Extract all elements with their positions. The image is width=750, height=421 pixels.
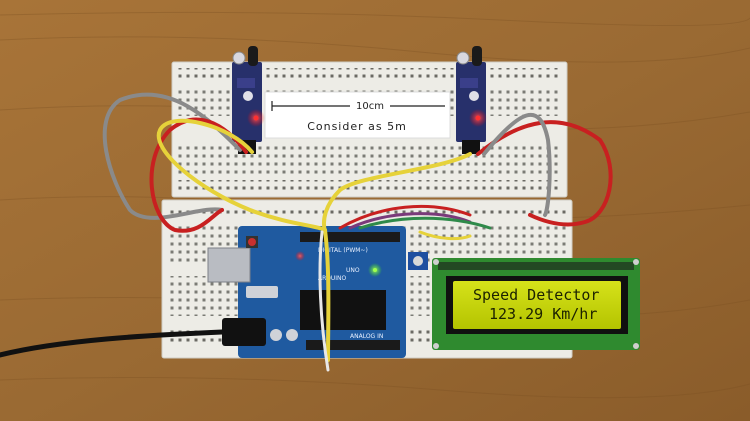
- distance-label: 10cm: [356, 101, 384, 112]
- digital-header-label: DIGITAL (PWM~): [318, 247, 368, 254]
- lcd-line-1: Speed Detector: [473, 286, 599, 304]
- power-cable: [0, 329, 225, 358]
- white-wire: [318, 230, 330, 372]
- red-wire-left: [149, 117, 248, 233]
- analog-in-label: ANALOG IN: [350, 333, 383, 340]
- wires: [0, 92, 613, 372]
- lcd-line-2: 123.29 Km/hr: [489, 305, 597, 323]
- gray-wire-left: [102, 92, 242, 220]
- gray-wire-right: [482, 112, 552, 217]
- ir-sensor-right: [456, 46, 487, 154]
- paper-note: 10cm Consider as 5m: [264, 91, 451, 139]
- red-wire-right: [476, 120, 613, 227]
- red-wire-bridge: [338, 205, 472, 230]
- arduino-brand-text: ARDUINO: [318, 275, 347, 282]
- arduino-uno-board: ARDUINO UNO DIGITAL (PWM~) ANALOG IN: [207, 226, 406, 358]
- yellow-wire-left: [156, 118, 331, 362]
- purple-wire: [348, 212, 472, 230]
- potentiometer: [408, 252, 428, 270]
- green-wire: [358, 216, 492, 230]
- yellow-wire-short: [418, 230, 472, 241]
- lcd-module: Speed Detector 123.29 Km/hr: [432, 258, 640, 350]
- ir-sensor-left: [232, 46, 265, 154]
- yellow-wire-right: [321, 152, 472, 234]
- arduino-model-text: UNO: [346, 267, 360, 274]
- consider-label: Consider as 5m: [307, 120, 407, 133]
